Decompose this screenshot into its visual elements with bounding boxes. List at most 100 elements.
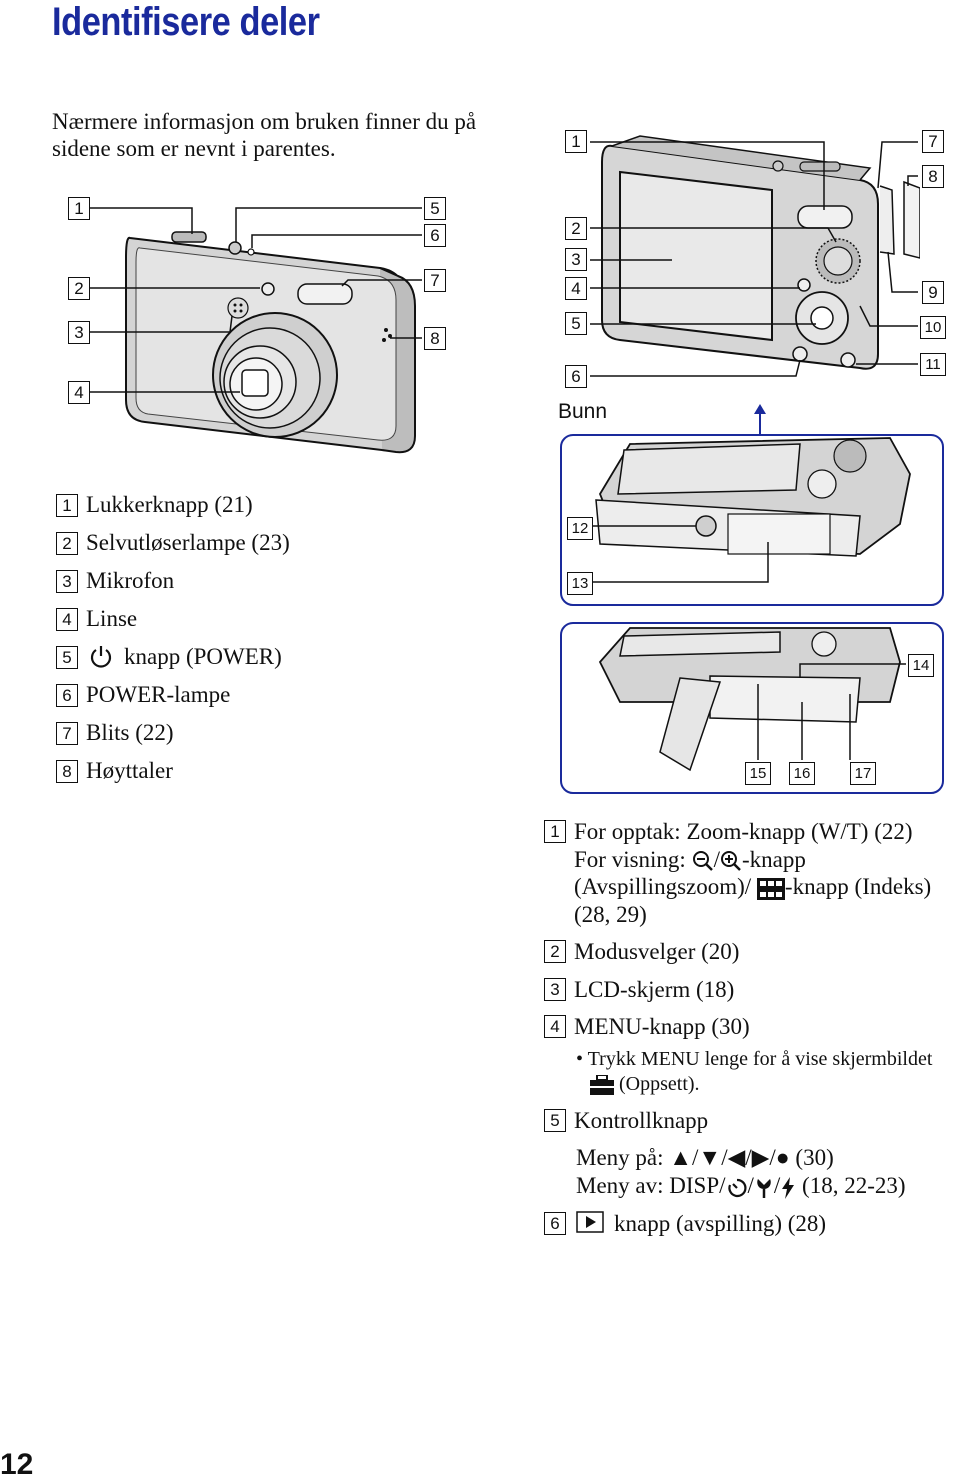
flash-icon bbox=[782, 1176, 795, 1199]
front-parts-list: 1 Lukkerknapp (21) 2 Selvutløserlampe (23)… bbox=[56, 486, 290, 790]
zoom-in-icon bbox=[720, 851, 741, 872]
list-item: 2 Modusvelger (20) bbox=[544, 938, 960, 966]
item-number: 2 bbox=[56, 531, 78, 555]
item-number: 6 bbox=[56, 683, 78, 707]
item-text: knapp (avspilling) (28) bbox=[614, 1211, 827, 1236]
item-note: • Trykk MENU lenge for å vise skjermbild… bbox=[576, 1047, 960, 1097]
back-callout-8: 8 bbox=[922, 165, 944, 188]
list-item: 1 For opptak: Zoom-knapp (W/T) (22) For … bbox=[544, 818, 960, 928]
back-callout-10: 10 bbox=[920, 316, 946, 339]
arrow-right-icon: ▶ bbox=[751, 1145, 770, 1170]
item-text: Lukkerknapp (21) bbox=[86, 492, 253, 517]
item-number: 5 bbox=[544, 1108, 566, 1132]
menu-on-pages: (30) bbox=[795, 1145, 834, 1170]
list-item: 6 knapp (avspilling) (28) bbox=[544, 1210, 960, 1238]
item-text: Kontrollknapp bbox=[574, 1107, 709, 1133]
up-arrow-icon bbox=[754, 404, 766, 438]
index-icon bbox=[756, 877, 785, 900]
list-item: 1 Lukkerknapp (21) bbox=[56, 486, 290, 524]
item-number: 1 bbox=[544, 820, 566, 843]
arrow-up-icon: ▲ bbox=[669, 1145, 693, 1170]
arrow-left-icon: ◀ bbox=[727, 1145, 746, 1170]
front-callout-6: 6 bbox=[424, 224, 446, 247]
list-item: 5 Kontrollknapp bbox=[544, 1107, 960, 1135]
power-icon bbox=[90, 646, 112, 668]
item-number: 4 bbox=[544, 1015, 566, 1038]
item-text: Linse bbox=[86, 606, 138, 631]
bottom-callout-17: 17 bbox=[850, 762, 876, 785]
item-text: Mikrofon bbox=[86, 568, 175, 593]
back-callout-2: 2 bbox=[565, 217, 587, 240]
intro-text: Nærmere informasjon om bruken finner du … bbox=[52, 109, 477, 161]
bottom-callout-14: 14 bbox=[908, 654, 934, 677]
menu-off-label: Meny av: DISP/ bbox=[576, 1173, 726, 1198]
item-text: (Avspillingszoom)/ bbox=[574, 874, 757, 899]
back-callout-11: 11 bbox=[920, 353, 946, 376]
zoom-out-icon bbox=[692, 851, 713, 872]
bottom-callout-12: 12 bbox=[567, 517, 593, 540]
back-parts-list: 1 For opptak: Zoom-knapp (W/T) (22) For … bbox=[544, 818, 960, 1248]
center-button-icon: ● bbox=[775, 1145, 790, 1170]
back-callout-1: 1 bbox=[565, 130, 587, 153]
front-callout-8: 8 bbox=[424, 327, 446, 350]
front-callout-4: 4 bbox=[68, 381, 90, 404]
back-callout-6: 6 bbox=[565, 365, 587, 388]
item-text: knapp (POWER) bbox=[124, 644, 282, 669]
menu-off-pages: (18, 22-23) bbox=[802, 1173, 906, 1198]
list-item: 6 POWER-lampe bbox=[56, 676, 290, 714]
battery-compartment-illustration bbox=[560, 622, 944, 794]
list-item: 3 LCD-skjerm (18) bbox=[544, 976, 960, 1004]
list-item: 4 Linse bbox=[56, 600, 290, 638]
front-callout-3: 3 bbox=[68, 321, 90, 344]
list-item: 2 Selvutløserlampe (23) bbox=[56, 524, 290, 562]
item-text: For opptak: Zoom-knapp (W/T) (22) bbox=[574, 819, 913, 844]
item-text: Selvutløserlampe (23) bbox=[86, 530, 290, 555]
note-text: • Trykk MENU lenge for å vise skjermbild… bbox=[576, 1047, 933, 1070]
front-callout-5: 5 bbox=[424, 197, 446, 220]
back-callout-4: 4 bbox=[565, 277, 587, 300]
page-title: Identifisere deler bbox=[52, 0, 320, 44]
item-number: 2 bbox=[544, 940, 566, 963]
item-number: 5 bbox=[56, 645, 78, 669]
item-number: 1 bbox=[56, 493, 78, 517]
note-text: (Oppsett). bbox=[619, 1072, 700, 1095]
back-callout-3: 3 bbox=[565, 248, 587, 271]
item-number: 6 bbox=[544, 1212, 566, 1235]
menu-on-label: Meny på: bbox=[576, 1145, 664, 1170]
item-text: -knapp (Indeks) bbox=[784, 874, 932, 899]
playback-icon bbox=[576, 1211, 604, 1233]
list-item: 3 Mikrofon bbox=[56, 562, 290, 600]
control-details: Meny på: ▲/▼/◀/▶/● (30) Meny av: DISP///… bbox=[576, 1145, 906, 1199]
item-number: 4 bbox=[56, 607, 78, 631]
front-callout-2: 2 bbox=[68, 277, 90, 300]
self-timer-icon bbox=[727, 1178, 746, 1197]
item-text: Modusvelger (20) bbox=[574, 939, 740, 964]
bottom-callout-15: 15 bbox=[745, 762, 771, 785]
back-camera-illustration bbox=[590, 135, 920, 377]
toolbox-icon bbox=[590, 1074, 614, 1095]
item-text: MENU-knapp (30) bbox=[574, 1014, 750, 1039]
front-callout-1: 1 bbox=[68, 197, 90, 220]
item-text: -knapp bbox=[741, 846, 806, 872]
front-camera-illustration bbox=[90, 207, 422, 454]
item-text: LCD-skjerm (18) bbox=[574, 976, 735, 1002]
arrow-down-icon: ▼ bbox=[698, 1145, 722, 1170]
item-text: For visning: bbox=[574, 846, 692, 872]
item-text: POWER-lampe bbox=[86, 682, 231, 707]
item-number: 3 bbox=[56, 569, 78, 593]
item-text: Blits (22) bbox=[86, 720, 174, 745]
item-text: (28, 29) bbox=[574, 901, 647, 927]
back-callout-9: 9 bbox=[922, 281, 944, 304]
macro-icon bbox=[757, 1178, 771, 1198]
back-callout-7: 7 bbox=[922, 130, 944, 153]
bottom-callout-13: 13 bbox=[567, 572, 593, 595]
item-number: 8 bbox=[56, 759, 78, 783]
bottom-callout-16: 16 bbox=[789, 762, 815, 785]
item-number: 3 bbox=[544, 977, 566, 1001]
bottom-view-illustration bbox=[560, 434, 944, 606]
front-callout-7: 7 bbox=[424, 269, 446, 292]
back-callout-5: 5 bbox=[565, 312, 587, 335]
list-item: 4 MENU-knapp (30) bbox=[544, 1013, 960, 1041]
